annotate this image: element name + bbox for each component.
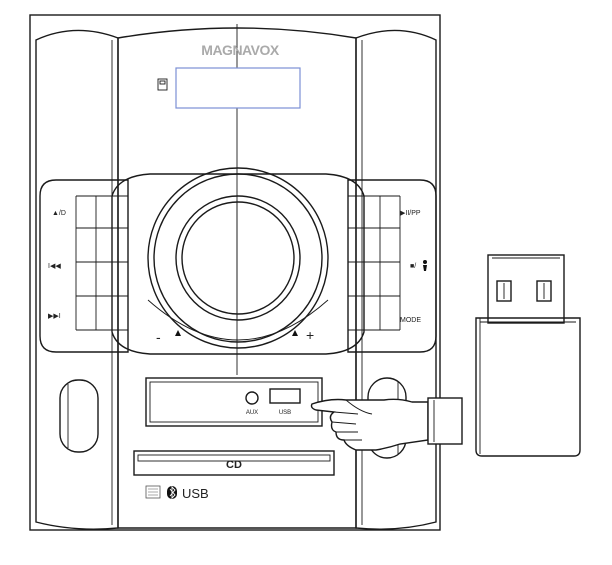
display-window	[175, 67, 301, 109]
left-speaker-panel	[35, 29, 119, 530]
stop-button-label[interactable]: ■/	[410, 263, 416, 270]
bluetooth-icon	[167, 485, 177, 500]
brand-logo: MAGNAVOX	[201, 42, 280, 58]
pointing-hand-icon	[310, 397, 463, 451]
play-pause-button-label[interactable]: ▶II/PP	[400, 210, 421, 217]
connector-panel	[145, 377, 323, 427]
mode-button-label[interactable]: MODE	[400, 317, 421, 324]
usb-port-label: USB	[279, 410, 291, 416]
usb-port[interactable]	[269, 388, 301, 404]
aux-jack[interactable]	[245, 391, 259, 405]
volume-minus-arrow-icon	[175, 330, 181, 336]
memory-card-icon	[157, 78, 168, 91]
usb-logo-label: USB	[182, 486, 209, 501]
center-panel	[117, 27, 357, 529]
pairing-icon	[423, 260, 427, 271]
left-button-wing	[39, 179, 129, 353]
compact-disc-logo-icon	[145, 485, 161, 499]
cd-slot-label: CD	[226, 459, 242, 471]
volume-plus-label[interactable]: +	[306, 327, 314, 343]
volume-knob[interactable]	[147, 167, 329, 349]
cabinet-outline	[29, 14, 441, 531]
volume-plus-arrow-icon	[292, 330, 298, 336]
previous-button-label[interactable]: I◀◀	[48, 263, 61, 270]
cd-slot[interactable]	[133, 450, 335, 476]
volume-arc	[147, 299, 329, 341]
eject-button-label[interactable]: ▲/D	[52, 210, 66, 217]
next-button-label[interactable]: ▶▶I	[48, 313, 61, 320]
right-button-wing	[347, 179, 437, 353]
aux-label: AUX	[246, 410, 258, 416]
usb-flash-drive-icon	[475, 254, 581, 457]
control-housing	[111, 173, 365, 355]
volume-minus-label[interactable]: -	[156, 329, 161, 345]
